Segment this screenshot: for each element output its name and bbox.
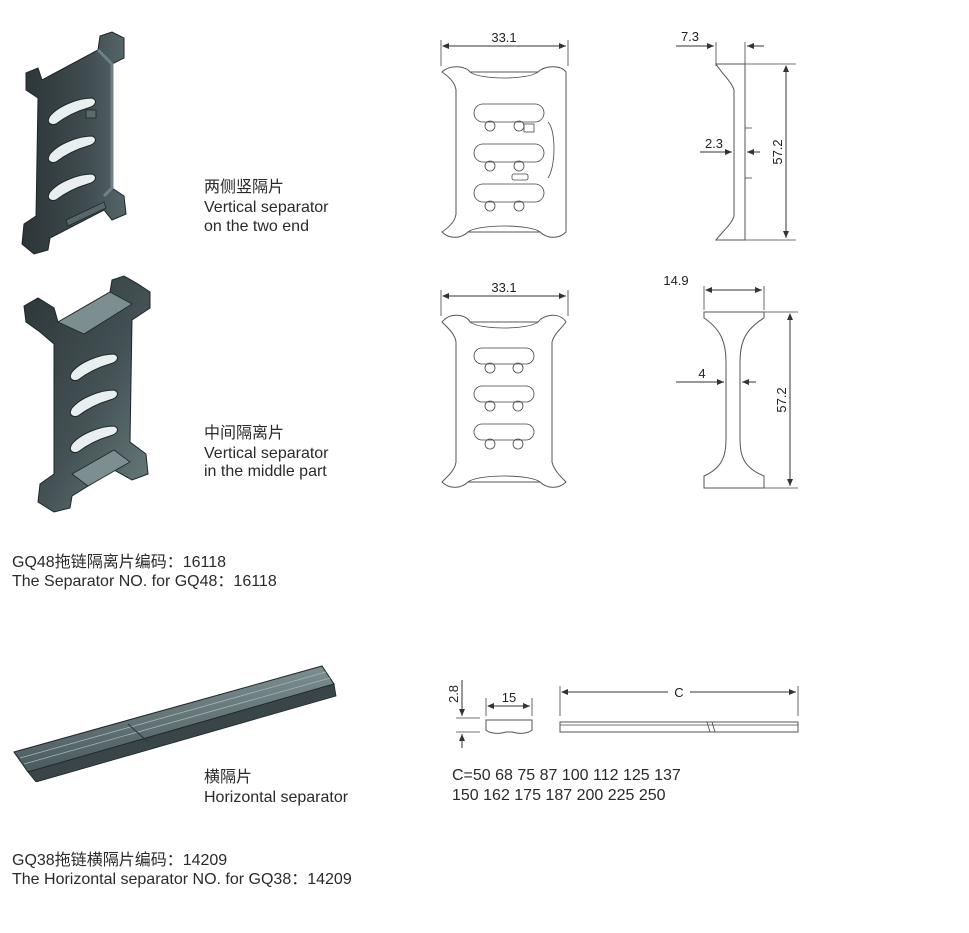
c-values-line2: 150 162 175 187 200 225 250: [452, 787, 666, 804]
middle-separator-render: [23, 275, 151, 513]
middle-side-mid-dim: 4: [698, 366, 705, 381]
horizontal-separator-length-view: [559, 686, 799, 733]
middle-separator-label-en2: in the middle part: [204, 463, 327, 480]
separator-code-cn: GQ48拖链隔离片编码：16118: [12, 554, 226, 571]
end-separator-label-cn: 两侧竖隔片: [204, 179, 285, 196]
middle-height-dim: 57.2: [774, 387, 789, 412]
end-height-dim: 57.2: [770, 139, 785, 164]
end-separator-front-view: [440, 40, 569, 238]
middle-separator-label-en1: Vertical separator: [204, 445, 329, 462]
end-separator-side-view: [676, 42, 796, 241]
horizontal-thickness-dim: 2.8: [446, 685, 461, 703]
end-side-top-dim: 7.3: [681, 29, 699, 44]
horizontal-separator-label-en: Horizontal separator: [204, 789, 349, 806]
end-separator-label-en1: Vertical separator: [204, 199, 329, 216]
end-width-dim: 33.1: [491, 30, 516, 45]
middle-separator-front-view: [440, 290, 569, 488]
horizontal-width-dim: 15: [502, 690, 516, 705]
horizontal-code-cn: GQ38拖链横隔片编码：14209: [12, 852, 228, 869]
horizontal-code-en: The Horizontal separator NO. for GQ38：14…: [12, 871, 352, 888]
horizontal-length-dim: C: [674, 685, 683, 700]
middle-side-top-dim: 14.9: [663, 273, 688, 288]
middle-separator-label-cn: 中间隔离片: [204, 425, 285, 442]
separator-code-en: The Separator NO. for GQ48：16118: [12, 573, 277, 590]
middle-separator-side-view: [676, 286, 798, 489]
end-side-mid-dim: 2.3: [705, 136, 723, 151]
end-separator-label-en2: on the two end: [204, 218, 309, 235]
c-values-line1: C=50 68 75 87 100 112 125 137: [452, 767, 681, 784]
horizontal-separator-section-view: [456, 680, 533, 748]
middle-width-dim: 33.1: [491, 280, 516, 295]
end-separator-render: [21, 31, 127, 255]
horizontal-separator-label-cn: 横隔片: [204, 769, 253, 786]
horizontal-separator-render: [13, 665, 337, 782]
